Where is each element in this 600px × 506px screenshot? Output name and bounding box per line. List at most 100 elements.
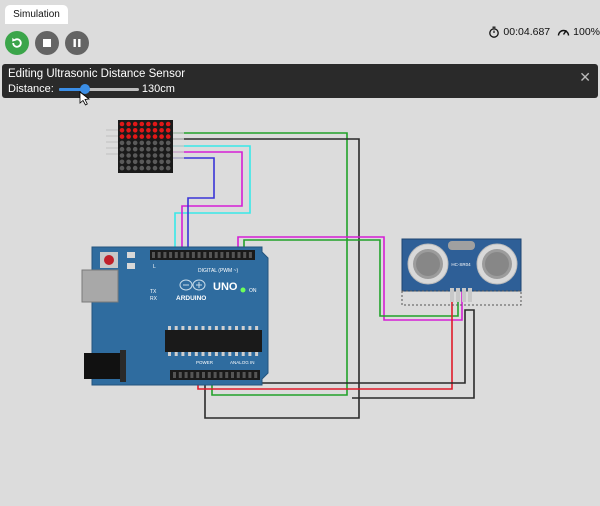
slider-track: [58, 88, 139, 91]
matrix-body: [118, 120, 173, 173]
matrix-led: [126, 121, 131, 127]
wire-black: [172, 138, 360, 419]
digital-header: [150, 250, 255, 260]
matrix-led: [146, 140, 151, 146]
matrix-led: [159, 153, 164, 158]
digital-pins: [152, 252, 252, 258]
ultrasonic-sensor[interactable]: HC-SR04: [401, 238, 522, 306]
elapsed-time: 00:04.687: [503, 26, 551, 38]
matrix-led: [119, 165, 125, 171]
matrix-led: [159, 146, 164, 152]
distance-slider[interactable]: [58, 83, 139, 95]
matrix-led: [146, 153, 151, 158]
matrix-led: [165, 153, 171, 158]
matrix-led: [146, 146, 151, 152]
matrix-led: [119, 134, 125, 139]
matrix-led: [139, 140, 145, 146]
matrix-led: [159, 165, 164, 171]
matrix-led: [152, 153, 158, 158]
tab-simulation[interactable]: Simulation: [5, 5, 68, 24]
transducer-right: [476, 243, 518, 285]
matrix-led: [152, 140, 158, 146]
pause-button[interactable]: [65, 31, 89, 55]
microcontroller-chip: [165, 330, 262, 352]
matrix-led: [119, 128, 125, 133]
wire-cyan: [172, 145, 251, 250]
matrix-led: [159, 140, 164, 146]
matrix-led: [132, 140, 138, 146]
matrix-led: [126, 153, 131, 158]
pause-icon: [73, 39, 81, 47]
distance-value: 130cm: [141, 83, 175, 95]
matrix-led: [159, 159, 164, 165]
matrix-led: [139, 128, 145, 133]
crystal: [448, 241, 475, 250]
matrix-led: [159, 128, 164, 133]
matrix-led: [119, 159, 125, 165]
matrix-led: [132, 153, 138, 158]
sensor-pins: [450, 288, 472, 302]
distance-label: Distance:: [8, 83, 54, 95]
matrix-led: [152, 121, 158, 127]
stop-button[interactable]: [35, 31, 59, 55]
power-pins: [173, 372, 258, 378]
usb-port: [81, 269, 119, 303]
arduino-uno-board[interactable]: DIGITAL (PWM ~) UNO ARDUINO TX RX L ON P…: [81, 246, 269, 386]
led-matrix[interactable]: [106, 120, 184, 173]
matrix-led: [139, 165, 145, 171]
matrix-led: [165, 134, 171, 139]
matrix-led: [126, 146, 131, 152]
wire-blue: [172, 157, 215, 250]
transducer-left: [407, 243, 449, 285]
stopwatch-icon: [489, 26, 500, 38]
uno-logo-text: UNO: [213, 281, 238, 293]
matrix-led: [146, 121, 151, 127]
svg-text:TX: TX: [150, 289, 157, 295]
chip-pins: [168, 326, 259, 356]
slider-thumb[interactable]: [80, 84, 91, 94]
wire-green-echo: [243, 239, 459, 317]
matrix-led: [146, 159, 151, 165]
matrix-led: [119, 121, 125, 127]
property-editor-panel: Editing Ultrasonic Distance Sensor Dista…: [2, 64, 598, 98]
power-jack: [84, 353, 122, 379]
matrix-led: [146, 134, 151, 139]
power-led: [240, 287, 246, 293]
on-label: ON: [249, 288, 257, 294]
matrix-led: [126, 159, 131, 165]
matrix-led: [119, 153, 125, 158]
matrix-led: [165, 128, 171, 133]
matrix-led: [126, 128, 131, 133]
matrix-led: [152, 146, 158, 152]
wire-magenta-trig: [237, 236, 463, 321]
close-icon[interactable]: ✕: [579, 69, 591, 85]
matrix-led: [165, 140, 171, 146]
wire-magenta: [172, 151, 243, 250]
sensor-model: HC-SR04: [451, 262, 471, 267]
matrix-led: [139, 121, 145, 127]
matrix-led: [132, 159, 138, 165]
matrix-led: [165, 159, 171, 165]
matrix-dots: [119, 121, 171, 171]
svg-text:L: L: [153, 264, 156, 270]
digital-label: DIGITAL (PWM ~): [198, 268, 238, 274]
uno-logo-symbol: [179, 279, 206, 291]
restart-button[interactable]: [5, 31, 29, 55]
reset-button-cap: [104, 255, 114, 265]
matrix-led: [165, 121, 171, 127]
matrix-led: [146, 165, 151, 171]
matrix-pins: [106, 129, 184, 159]
svg-text:RX: RX: [150, 296, 158, 302]
mouse-cursor-icon: [79, 91, 91, 106]
matrix-led: [139, 159, 145, 165]
matrix-led: [139, 146, 145, 152]
matrix-led: [126, 134, 131, 139]
matrix-led: [132, 165, 138, 171]
matrix-led: [132, 134, 138, 139]
matrix-led: [165, 165, 171, 171]
tab-bar: Simulation: [0, 0, 600, 24]
matrix-led: [152, 134, 158, 139]
matrix-led: [126, 140, 131, 146]
matrix-led: [146, 128, 151, 133]
